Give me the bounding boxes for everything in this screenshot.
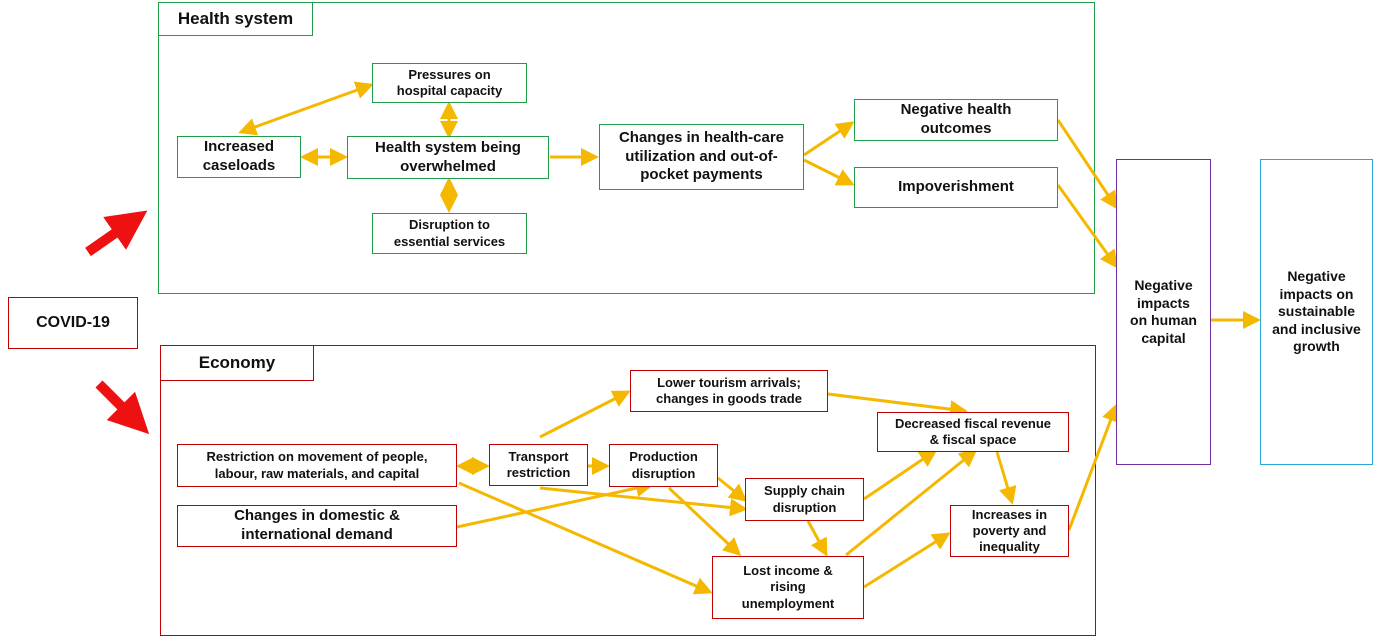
arrow-impoverishment-humancap: [1056, 184, 1118, 269]
economy-panel: [160, 345, 1096, 636]
health-system-panel: [158, 2, 1095, 294]
supply-chain-disruption-box: Supply chain disruption: [745, 478, 864, 521]
covid19-box: COVID-19: [8, 297, 138, 349]
arrow-caseloads-pressures: [238, 81, 374, 136]
increased-caseloads-box: Increased caseloads: [177, 136, 301, 178]
arrow-production-supply: [717, 476, 748, 502]
impoverishment-box: Impoverishment: [854, 167, 1058, 208]
production-disruption-box: Production disruption: [609, 444, 718, 487]
covid-arrow-economy: [95, 380, 150, 435]
transport-restriction-box: Transport restriction: [489, 444, 588, 486]
covid-arrow-health: [85, 210, 148, 257]
arrow-income-poverty: [863, 532, 951, 589]
health-system-title: Health system: [158, 2, 313, 36]
arrow-utilization-impoverishment: [803, 158, 855, 186]
tourism-goods-trade-box: Lower tourism arrivals; changes in goods…: [630, 370, 828, 412]
arrow-utilization-outcomes: [803, 121, 855, 157]
economy-title: Economy: [160, 345, 314, 381]
arrow-supply-income: [806, 520, 828, 557]
lost-income-unemployment-box: Lost income & rising unemployment: [712, 556, 864, 619]
arrow-demand-production: [456, 479, 654, 529]
disruption-essential-services-box: Disruption to essential services: [372, 213, 527, 254]
health-care-utilization-box: Changes in health-care utilization and o…: [599, 124, 804, 190]
arrow-tourism-fiscal: [827, 392, 968, 419]
arrow-transport-supply: [539, 486, 748, 517]
human-capital-box: Negative impacts on human capital: [1116, 159, 1211, 465]
sustainable-growth-box: Negative impacts on sustainable and incl…: [1260, 159, 1373, 465]
arrow-income-fiscal: [845, 449, 978, 557]
health-system-overwhelmed-box: Health system being overwhelmed: [347, 136, 549, 179]
arrow-supply-fiscal: [863, 449, 938, 501]
arrow-fiscal-poverty: [995, 451, 1017, 505]
arrow-restriction-income: [458, 481, 713, 595]
fiscal-revenue-box: Decreased fiscal revenue & fiscal space: [877, 412, 1069, 452]
domestic-international-demand-box: Changes in domestic & international dema…: [177, 505, 457, 547]
arrow-outcomes-humancap: [1056, 119, 1118, 210]
arrow-poverty-humancap: [1067, 403, 1120, 531]
negative-health-outcomes-box: Negative health outcomes: [854, 99, 1058, 141]
arrow-transport-tourism: [539, 390, 631, 439]
poverty-inequality-box: Increases in poverty and inequality: [950, 505, 1069, 557]
arrow-production-income: [667, 486, 742, 557]
movement-restriction-box: Restriction on movement of people, labou…: [177, 444, 457, 487]
pressures-hospital-capacity-box: Pressures on hospital capacity: [372, 63, 527, 103]
